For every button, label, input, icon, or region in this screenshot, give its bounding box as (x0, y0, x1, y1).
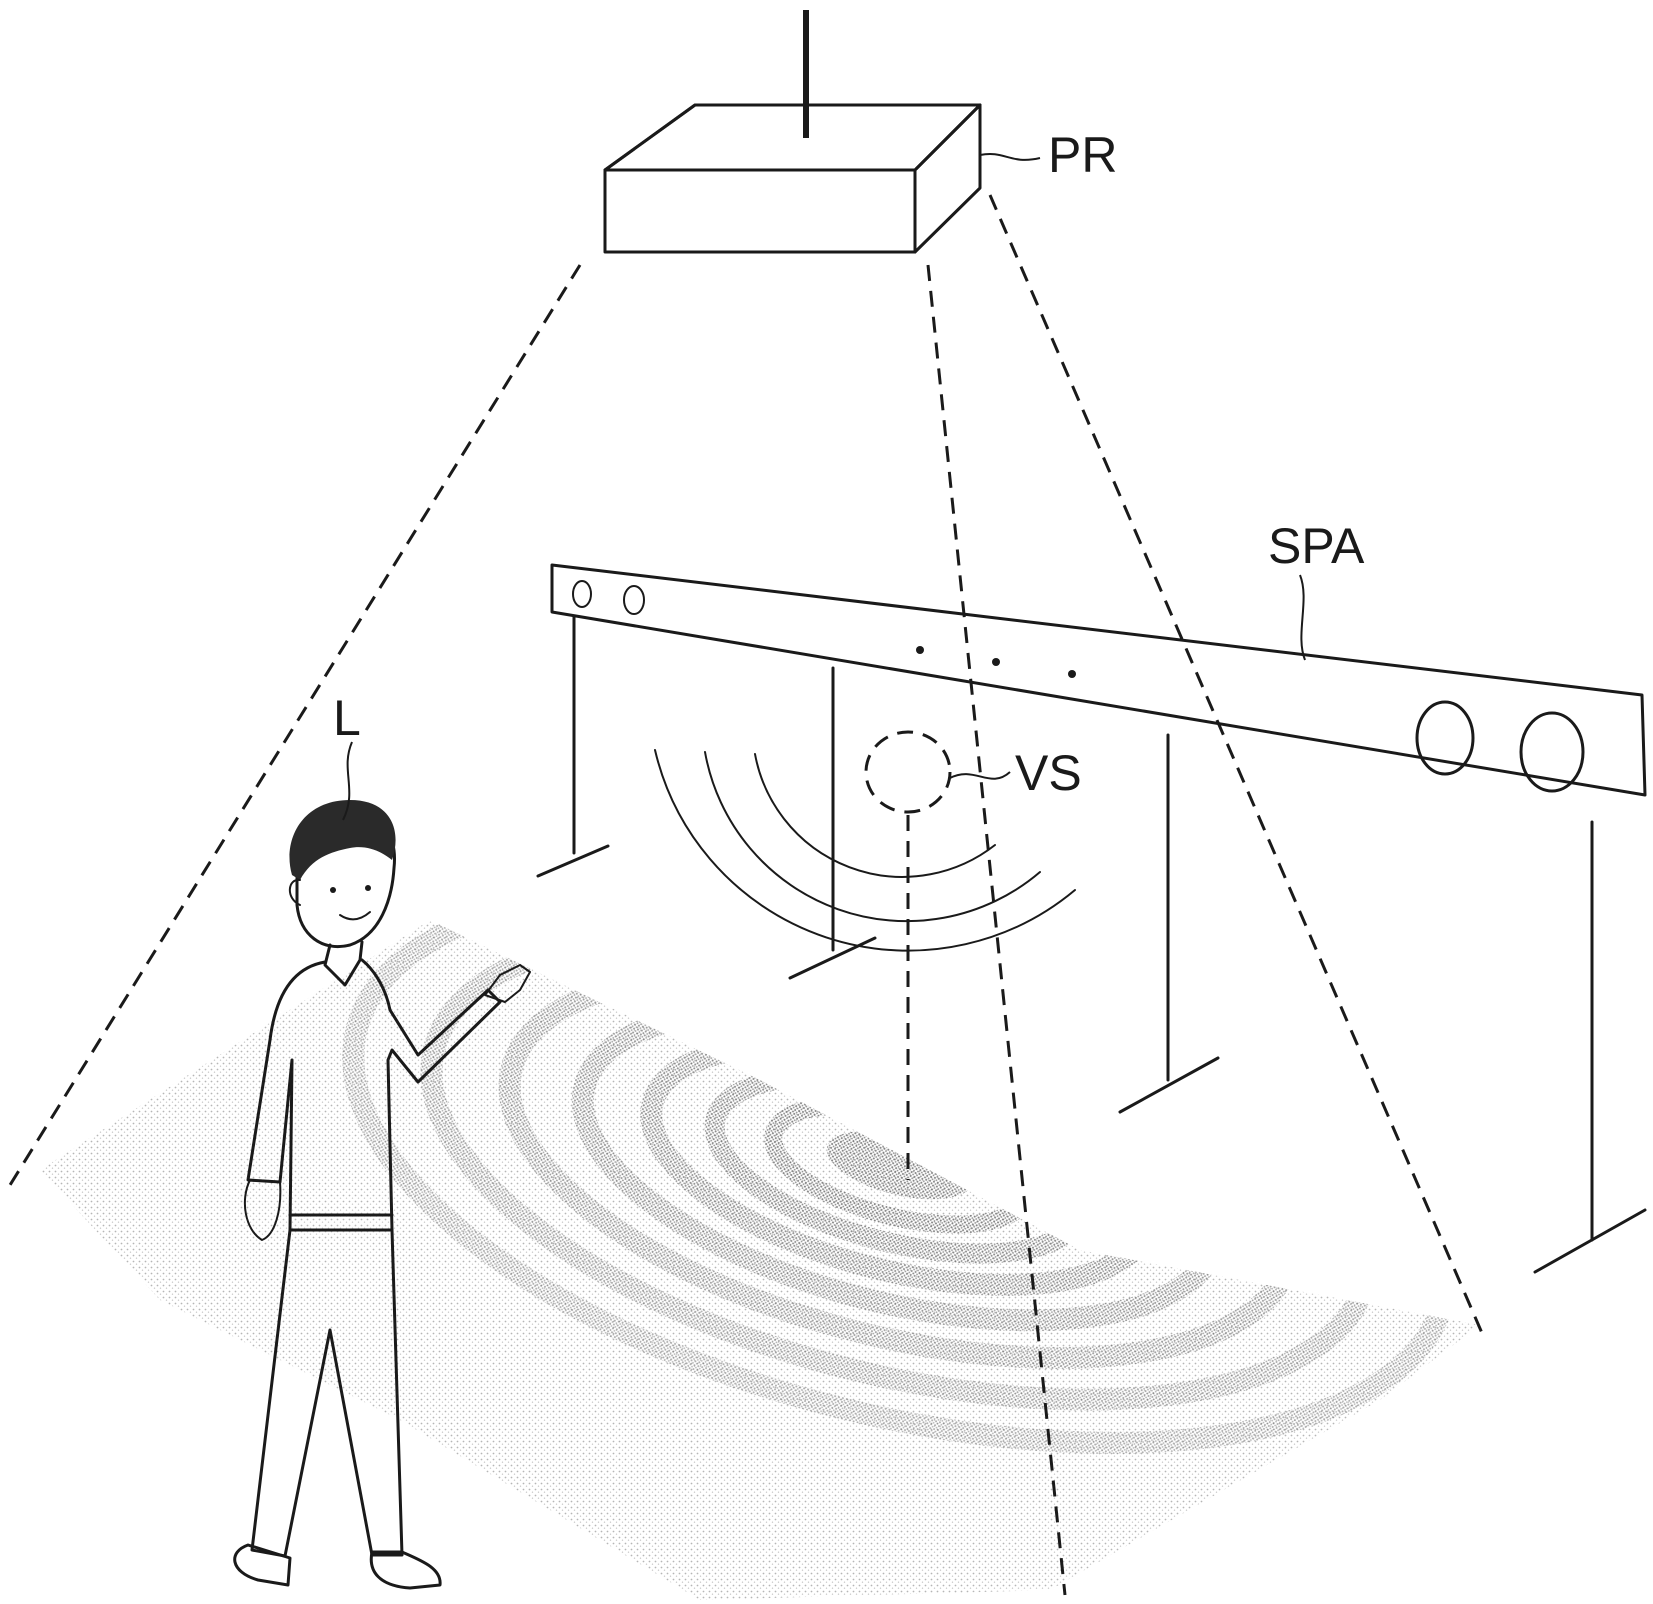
speaker-unit (1068, 670, 1076, 678)
speaker-unit (916, 646, 924, 654)
label-spa-group: SPA (1268, 518, 1365, 660)
projector (605, 10, 980, 252)
label-spa: SPA (1268, 518, 1365, 574)
speaker-unit (573, 581, 591, 607)
speaker-unit (1417, 702, 1473, 774)
speaker-unit (624, 586, 644, 614)
label-vs-group: VS (950, 745, 1082, 801)
label-vs: VS (1015, 745, 1082, 801)
label-pr-group: PR (980, 127, 1117, 183)
speaker-unit (992, 658, 1000, 666)
label-l: L (333, 690, 361, 746)
label-pr: PR (1048, 127, 1117, 183)
